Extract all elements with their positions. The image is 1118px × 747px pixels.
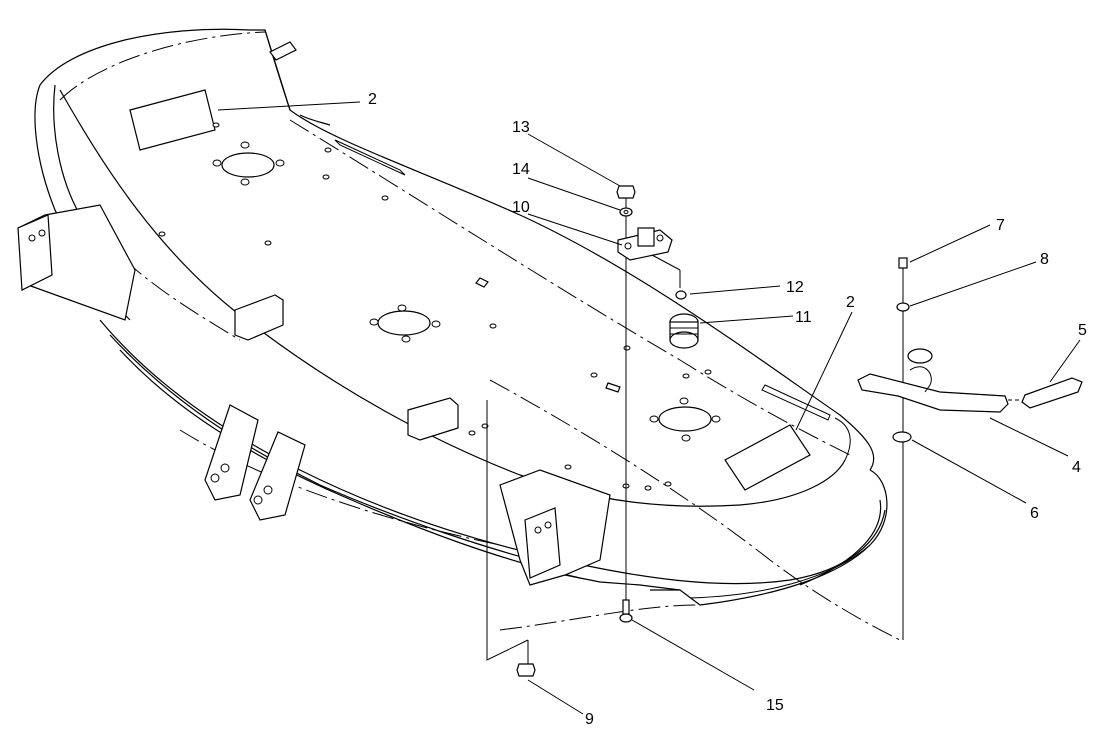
callout-12: 12: [786, 279, 804, 296]
callout-8: 8: [1040, 251, 1049, 268]
callout-11: 11: [795, 309, 812, 326]
callout-labels: 2 13 14 10 12 11 2 7 8 5 4 6 15 9: [368, 91, 1087, 728]
callout-10: 10: [512, 199, 530, 216]
callout-9: 9: [585, 711, 594, 728]
spring-assembly: [486, 185, 699, 677]
callout-15: 15: [766, 697, 784, 714]
callout-6: 6: [1030, 505, 1039, 522]
callout-2-upper: 2: [368, 91, 377, 108]
lever-assembly: [857, 257, 1083, 640]
mower-deck: [17, 28, 901, 641]
callout-2-lower: 2: [846, 294, 855, 311]
callout-5: 5: [1078, 322, 1087, 339]
callout-13: 13: [512, 119, 530, 136]
callout-7: 7: [996, 217, 1005, 234]
callout-14: 14: [512, 161, 530, 178]
callout-4: 4: [1072, 459, 1081, 476]
callout-leaders: [217, 101, 1081, 715]
